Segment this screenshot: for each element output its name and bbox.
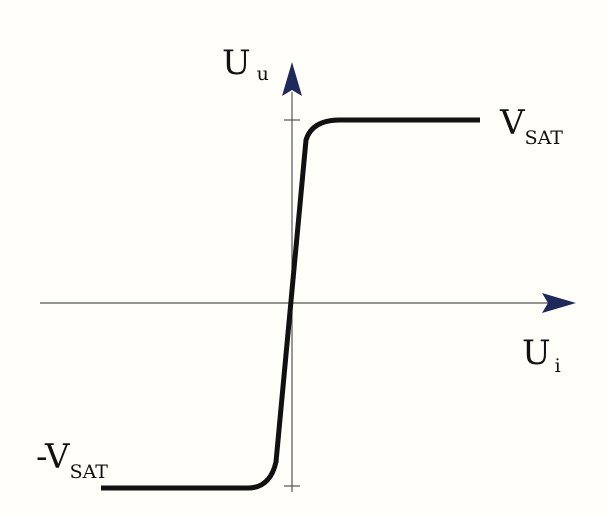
transfer-curve (101, 117, 480, 491)
y-axis-label-main: U (222, 43, 251, 83)
pos-sat-label-sub: SAT (525, 127, 564, 149)
pos-sat-label-main: V (499, 103, 526, 143)
x-axis-label-main: U (522, 333, 551, 373)
pos-sat-label: VSAT (499, 103, 563, 149)
neg-sat-label: -VSAT (36, 437, 108, 483)
neg-sat-label-main: -V (36, 437, 71, 477)
neg-sat-label-sub: SAT (70, 461, 109, 483)
x-axis-label-sub: i (555, 355, 561, 377)
y-axis-label-sub: u (257, 63, 269, 85)
arrow-up-icon (282, 62, 302, 96)
arrow-right-icon (542, 293, 576, 313)
